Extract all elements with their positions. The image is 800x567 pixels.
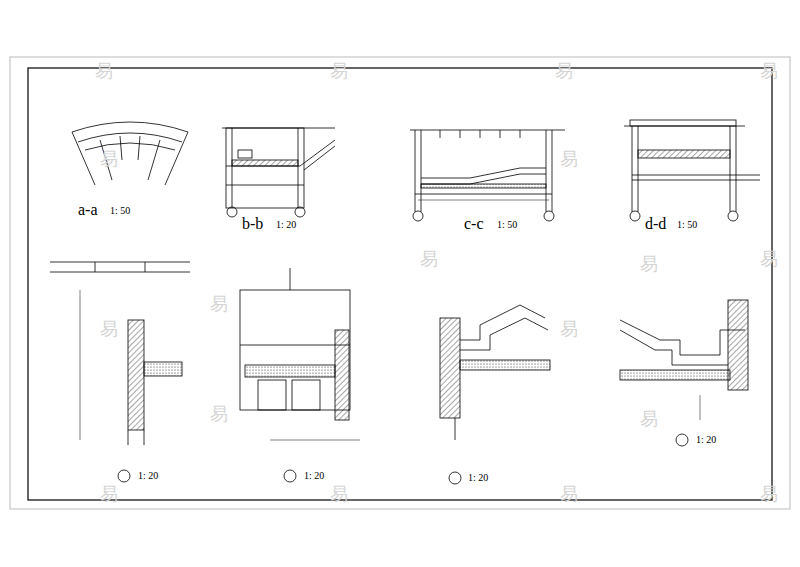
- watermark: 易: [330, 485, 348, 503]
- watermark: 易: [760, 250, 778, 268]
- watermark: 易: [100, 320, 118, 338]
- watermark: 易: [95, 62, 113, 80]
- section-title: 1: 20: [304, 471, 324, 481]
- watermark: 易: [560, 150, 578, 168]
- section-title: d-d: [645, 216, 666, 232]
- section-title: a-a: [78, 202, 98, 218]
- watermark: 易: [555, 62, 573, 80]
- watermark: 易: [640, 255, 658, 273]
- section-title: c-c: [464, 216, 484, 232]
- section-title: 1: 20: [468, 473, 488, 483]
- watermark: 易: [420, 250, 438, 268]
- watermark: 易: [640, 410, 658, 428]
- section-title: 1: 20: [276, 220, 296, 230]
- section-title: 1: 20: [696, 435, 716, 445]
- watermark: 易: [100, 485, 118, 503]
- watermark: 易: [100, 150, 118, 168]
- section-title: 1: 50: [677, 220, 697, 230]
- watermark: 易: [210, 295, 228, 313]
- section-title: 1: 50: [497, 220, 517, 230]
- section-title: b-b: [242, 216, 263, 232]
- watermark: 易: [560, 320, 578, 338]
- section-title: 1: 20: [138, 471, 158, 481]
- watermark: 易: [760, 485, 778, 503]
- watermark: 易: [210, 405, 228, 423]
- section-title: 1: 50: [110, 206, 130, 216]
- watermark: 易: [330, 62, 348, 80]
- watermark: 易: [760, 62, 778, 80]
- watermark: 易: [560, 485, 578, 503]
